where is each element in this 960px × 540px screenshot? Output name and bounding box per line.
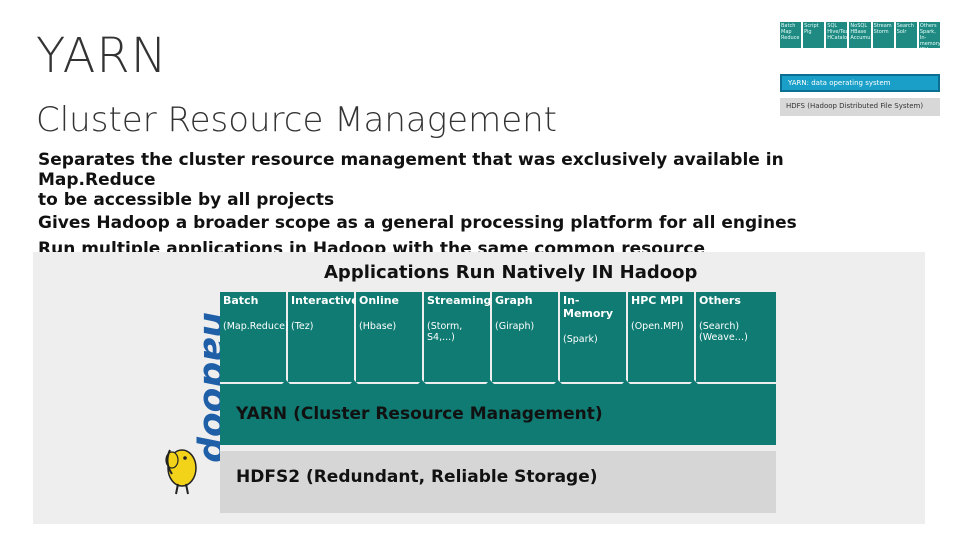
bullet-item: Gives Hadoop a broader scope as a genera… — [38, 210, 818, 236]
hdfs-layer-label: HDFS2 (Redundant, Reliable Storage) — [236, 467, 598, 487]
bullet-item: Separates the cluster resource managemen… — [38, 150, 818, 210]
app-block-batch: Batch (Map.Reduce) — [220, 292, 286, 382]
mini-yarn-layer: YARN: data operating system — [780, 74, 940, 92]
app-block-streaming: Streaming (Storm, S4,...) — [424, 292, 490, 382]
app-name: Online — [359, 294, 419, 307]
app-engine: (Tez) — [291, 321, 351, 332]
app-block-hpc-mpi: HPC MPI (Open.MPI) — [628, 292, 694, 382]
app-name: HPC MPI — [631, 294, 691, 307]
app-name: In-Memory — [563, 294, 623, 320]
diagram-heading: Applications Run Natively IN Hadoop — [324, 262, 697, 283]
mini-hdfs-layer: HDFS (Hadoop Distributed File System) — [780, 98, 940, 116]
yarn-layer: YARN (Cluster Resource Management) — [220, 392, 776, 445]
slide-title: YARN — [36, 28, 168, 84]
hadoop-logo-text: hadoop — [195, 312, 220, 463]
app-engine: (Storm, S4,...) — [427, 321, 487, 343]
app-block-interactive: Interactive (Tez) — [288, 292, 354, 382]
app-engine: (Hbase) — [359, 321, 419, 332]
app-block-online: Online (Hbase) — [356, 292, 422, 382]
elephant-icon — [166, 450, 196, 494]
app-name: Streaming — [427, 294, 487, 307]
app-block-in-memory: In-Memory (Spark) — [560, 292, 626, 382]
app-block-others: Others (Search) (Weave…) — [696, 292, 776, 382]
app-engine: (Spark) — [563, 334, 623, 345]
hadoop-logo: hadoop — [162, 300, 220, 500]
application-row: Batch (Map.Reduce) Interactive (Tez) Onl… — [220, 292, 776, 382]
app-name: Others — [699, 294, 773, 307]
app-engine: (Giraph) — [495, 321, 555, 332]
app-name: Batch — [223, 294, 283, 307]
bullet-text: to be accessible by all projects — [38, 190, 818, 210]
app-engine: (Map.Reduce) — [223, 321, 283, 332]
app-name: Graph — [495, 294, 555, 307]
hdfs-layer: HDFS2 (Redundant, Reliable Storage) — [220, 451, 776, 513]
yarn-layer-label: YARN (Cluster Resource Management) — [236, 404, 603, 424]
app-block-graph: Graph (Giraph) — [492, 292, 558, 382]
app-engine: (Search) (Weave…) — [699, 321, 773, 343]
slide-subtitle: Cluster Resource Management — [36, 100, 557, 140]
app-name: Interactive — [291, 294, 351, 307]
app-engine: (Open.MPI) — [631, 321, 691, 332]
bullet-text: Separates the cluster resource managemen… — [38, 150, 818, 190]
